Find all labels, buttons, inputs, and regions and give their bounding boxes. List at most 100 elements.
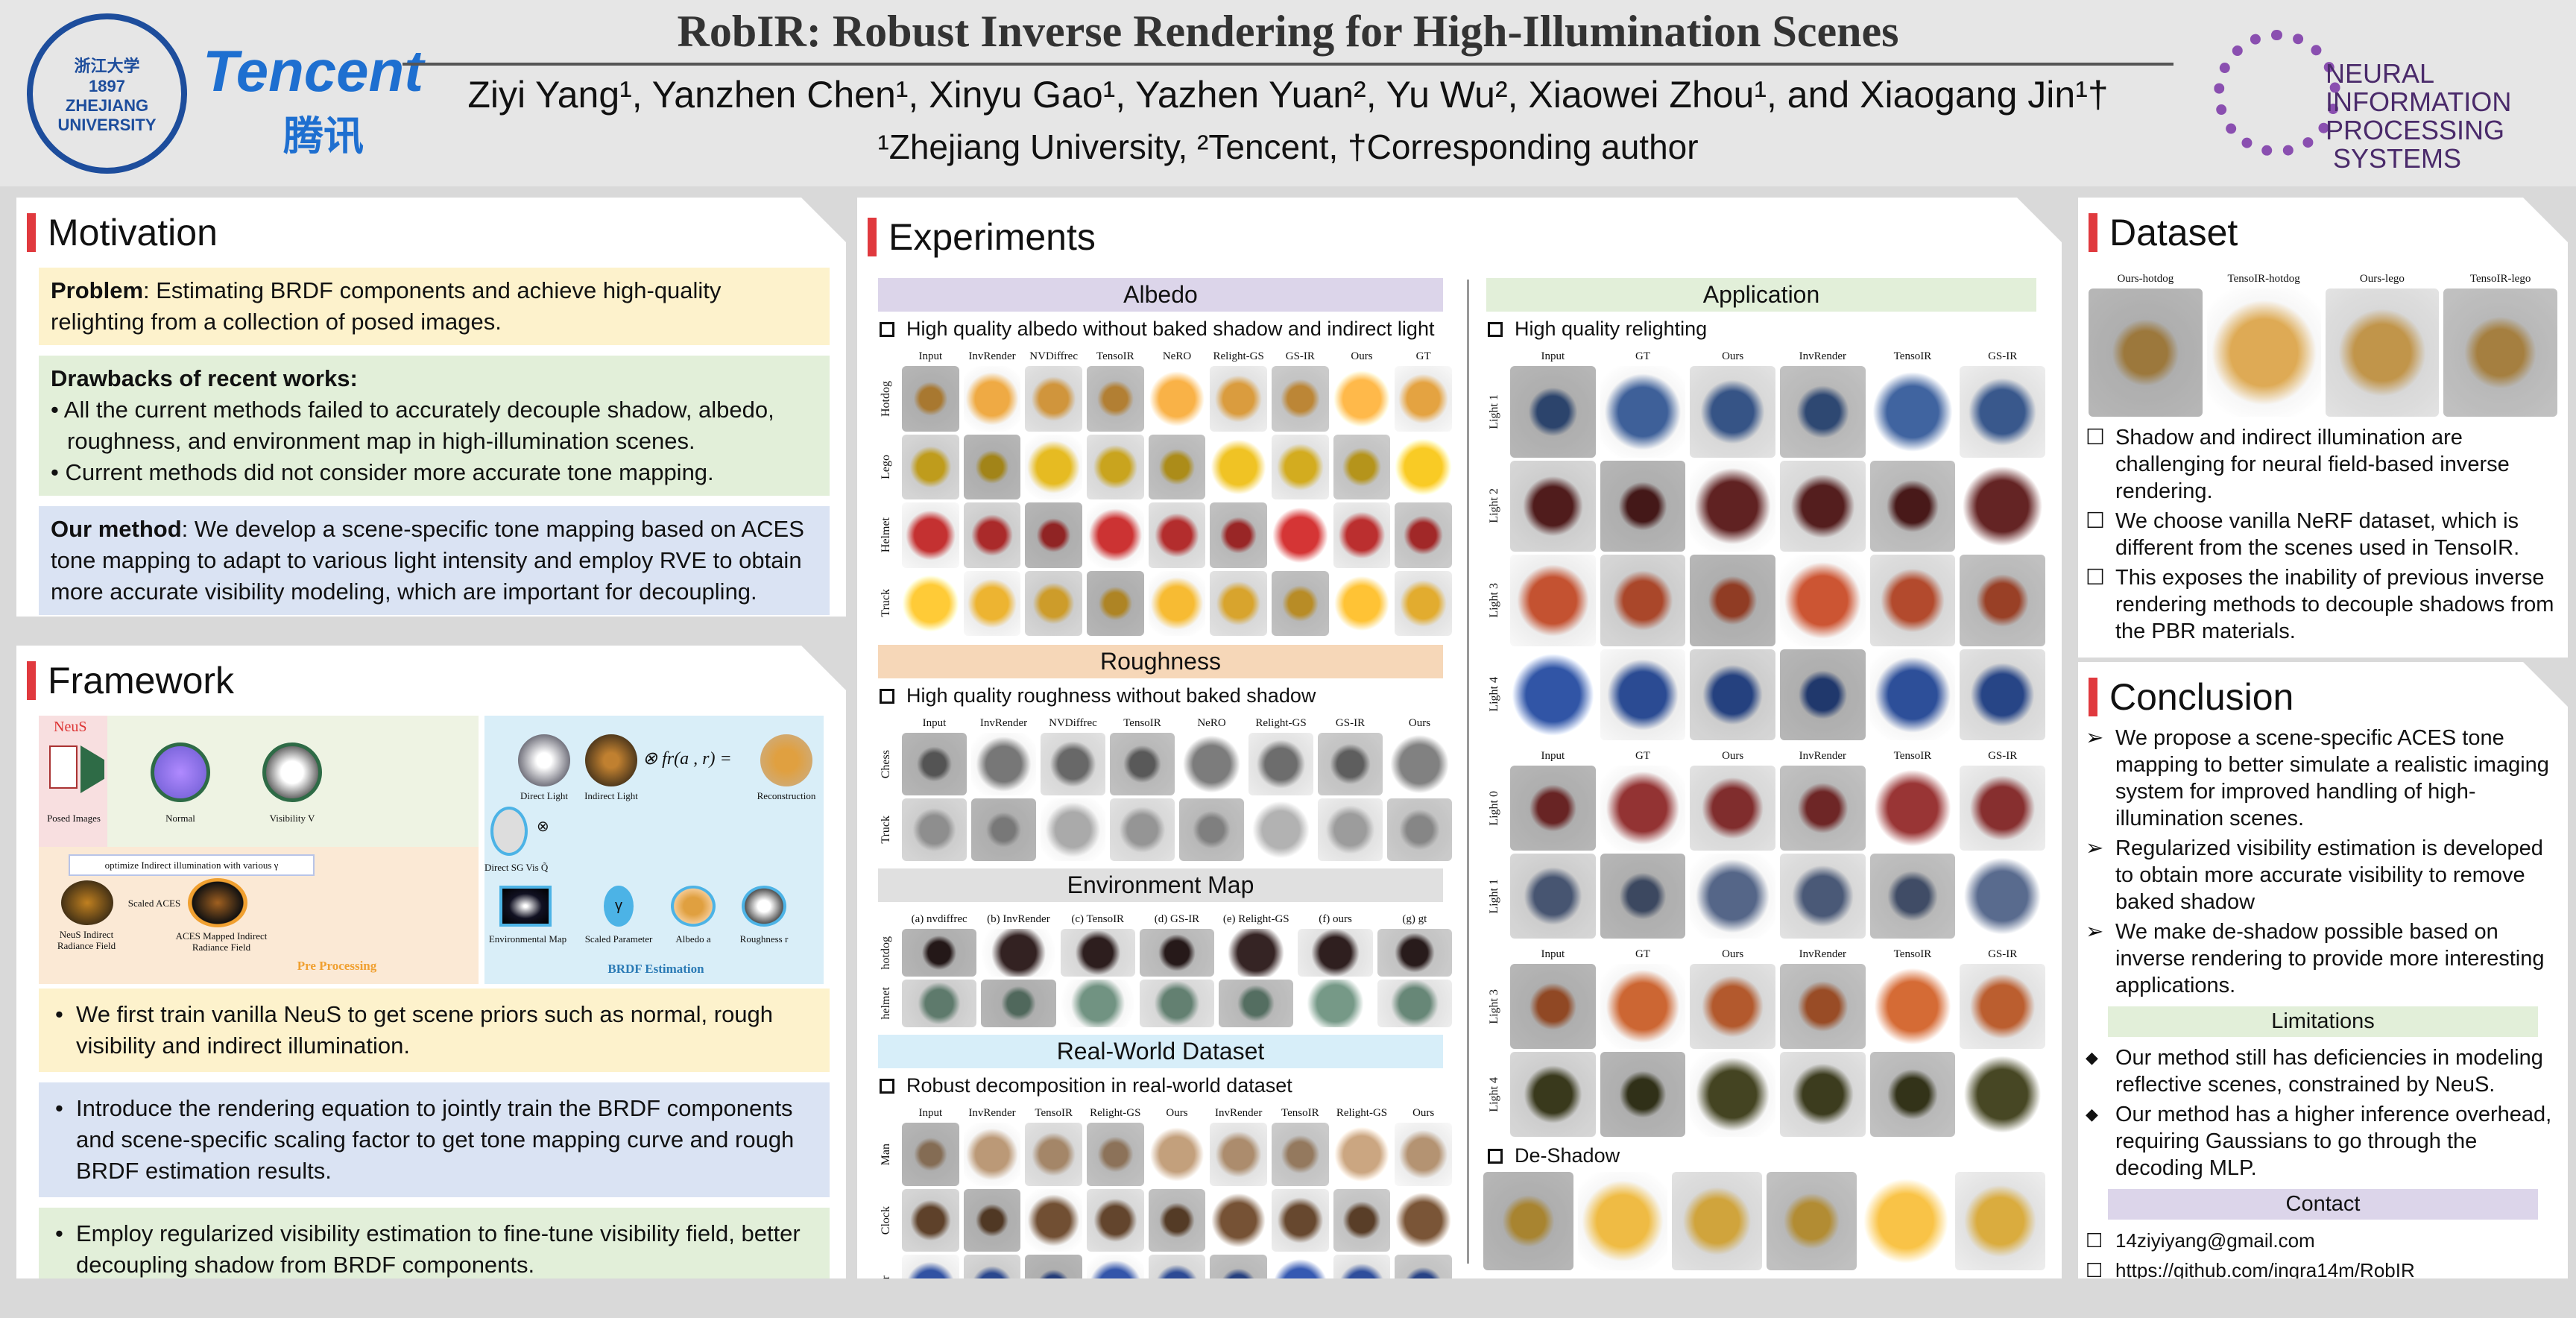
sg-vis-image <box>490 807 528 856</box>
column-label: GS-IR <box>1988 948 2018 960</box>
result-image <box>1870 366 1956 458</box>
result-image <box>1780 1052 1866 1137</box>
result-image <box>1395 502 1452 568</box>
neus-indirect-image <box>61 880 113 925</box>
result-image <box>964 502 1021 568</box>
result-image <box>902 571 959 637</box>
result-image <box>1780 461 1866 552</box>
grid-corner <box>875 345 897 363</box>
column-label: Ours-hotdog <box>2117 273 2174 285</box>
column-label: TensoIR <box>1035 1107 1073 1119</box>
contact-header: Contact <box>2108 1189 2538 1220</box>
result-image <box>1690 649 1775 741</box>
indirect-light-image <box>585 734 637 786</box>
result-image <box>902 1189 959 1252</box>
column-label: Ours <box>1722 750 1744 762</box>
dataset-bullet: Shadow and indirect illumination are cha… <box>2081 424 2557 505</box>
result-image <box>902 798 967 861</box>
result-image <box>1861 1172 1951 1270</box>
result-image <box>1955 1172 2045 1270</box>
column-label: NVDiffrec <box>1029 350 1078 362</box>
result-image <box>1395 571 1452 637</box>
result-image <box>1210 571 1267 637</box>
result-image <box>1210 366 1267 432</box>
conclusion-bullet: Regularized visibility estimation is dev… <box>2081 835 2557 915</box>
row-label: Light 1 <box>1488 394 1500 429</box>
result-image <box>1600 555 1686 646</box>
column-label: TensoIR <box>1893 750 1932 762</box>
drawback-item: Current methods did not consider more ac… <box>51 457 818 488</box>
result-image <box>1395 366 1452 432</box>
grid-corner <box>1483 943 1506 961</box>
result-image <box>1510 461 1596 552</box>
result-image <box>1767 1172 1857 1270</box>
result-image <box>1087 435 1144 500</box>
column-label: Input <box>918 1107 943 1119</box>
result-image <box>1333 366 1391 432</box>
result-image <box>964 1123 1021 1186</box>
aces-mapped-image <box>188 878 247 927</box>
result-image <box>1110 733 1175 795</box>
result-image <box>1219 980 1293 1027</box>
framework-bullet: We first train vanilla NeuS to get scene… <box>39 988 830 1072</box>
result-image <box>981 980 1055 1027</box>
result-image <box>1690 854 1775 939</box>
result-image <box>1272 1189 1329 1252</box>
application-header: Application <box>1486 278 2036 312</box>
column-label: Relight-GS <box>1213 350 1264 362</box>
result-image <box>1690 766 1775 851</box>
result-image <box>1600 766 1686 851</box>
column-label: GT <box>1635 948 1650 960</box>
result-image <box>1960 555 2045 646</box>
row-label: hotdog <box>880 936 892 970</box>
grid-corner <box>1483 745 1506 763</box>
result-image <box>1333 571 1391 637</box>
column-label: (c) TensoIR <box>1071 913 1125 925</box>
column-label: Input <box>1516 1278 1541 1290</box>
checkbox-icon <box>880 322 894 337</box>
result-image <box>1061 980 1135 1027</box>
realworld-header: Real-World Dataset <box>878 1035 1443 1068</box>
result-image <box>1600 854 1686 939</box>
problem-box: Problem: Estimating BRDF components and … <box>39 268 830 345</box>
result-image <box>1870 1052 1956 1137</box>
result-image <box>981 929 1055 977</box>
framework-bullet: Introduce the rendering equation to join… <box>39 1082 830 1197</box>
tencent-logo-cn: 腾讯 <box>283 114 364 159</box>
result-image <box>1510 1052 1596 1137</box>
result-image <box>1377 980 1452 1027</box>
row-label: Light 3 <box>1488 988 1500 1024</box>
column-label: GT <box>1415 350 1431 362</box>
column-label: GS-IR <box>1988 750 2018 762</box>
result-image <box>902 980 976 1027</box>
contact-email[interactable]: 14ziyiyang@gmail.com <box>2081 1227 2557 1254</box>
result-image <box>1087 1255 1144 1318</box>
contact-github-link[interactable]: https://github.com/ingra14m/RobIR <box>2081 1257 2557 1284</box>
result-image <box>1510 854 1596 939</box>
column-divider <box>1467 280 1469 1264</box>
result-image <box>902 502 959 568</box>
result-image <box>1870 964 1956 1049</box>
result-image <box>1248 733 1313 795</box>
column-label: Input <box>922 717 947 729</box>
result-image <box>1298 929 1372 977</box>
column-label: TensoIR <box>1893 948 1932 960</box>
result-image <box>1960 461 2045 552</box>
column-label: TensoIR <box>1893 350 1932 362</box>
result-image <box>1272 1255 1329 1318</box>
column-label: Ours <box>1351 350 1373 362</box>
column-label: Render <box>1890 1278 1922 1290</box>
result-image <box>1272 1123 1329 1186</box>
result-image <box>1960 854 2045 939</box>
column-label: InvRender <box>1799 948 1846 960</box>
framework-panel: Framework NeuS Posed Images Normal Visib… <box>16 646 846 1278</box>
result-image <box>1600 366 1686 458</box>
result-image <box>1510 766 1596 851</box>
result-image <box>1272 366 1329 432</box>
albedo-image <box>671 886 716 927</box>
result-image <box>1140 929 1214 977</box>
row-label: Helmet <box>880 517 892 553</box>
